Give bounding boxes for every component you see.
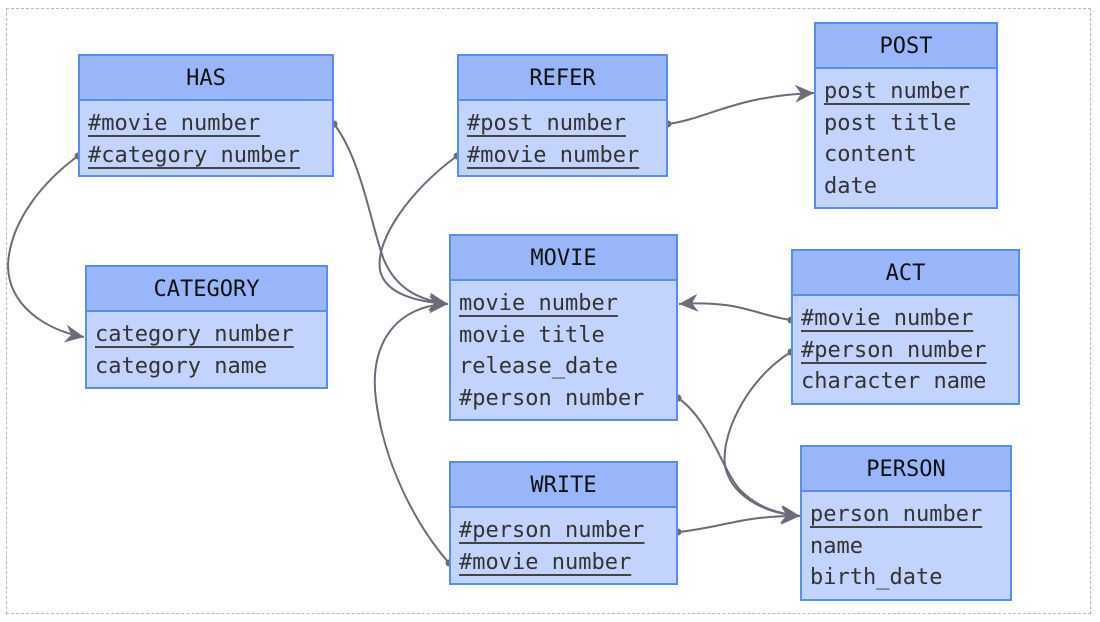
connector-act-movie-number-to-movie-movie-number bbox=[678, 293, 792, 321]
entity-act[interactable]: ACT #movie number #person number charact… bbox=[791, 249, 1020, 405]
attr-act-movie-number: #movie number bbox=[801, 306, 974, 331]
entity-movie-title: MOVIE bbox=[451, 236, 676, 281]
attr-movie-person-number: #person number bbox=[459, 385, 645, 411]
attr-movie-movie-number: movie number bbox=[459, 291, 618, 316]
attr-has-movie-number: #movie number bbox=[88, 111, 261, 136]
entity-post-title: POST bbox=[816, 24, 996, 69]
attr-movie-release-date: release_date bbox=[459, 354, 618, 379]
attr-post-post-title: post title bbox=[824, 110, 957, 136]
attr-person-name: name bbox=[810, 533, 863, 559]
connector-movie-person-number-to-person-person-number bbox=[677, 397, 801, 523]
attr-refer-movie-number: #movie number bbox=[467, 142, 640, 168]
entity-refer-title: REFER bbox=[459, 56, 666, 101]
attr-post-date: date bbox=[824, 173, 877, 199]
entity-category[interactable]: CATEGORY category number category name bbox=[85, 265, 328, 389]
connector-act-person-number-to-person-person-number bbox=[723, 351, 801, 524]
attr-movie-movie-title: movie title bbox=[459, 322, 605, 348]
entity-movie[interactable]: MOVIE movie number movie title release_d… bbox=[449, 234, 678, 421]
entity-person-title: PERSON bbox=[802, 447, 1010, 492]
attr-has-category-number: #category number bbox=[88, 142, 300, 168]
entity-person[interactable]: PERSON person number name birth_date bbox=[800, 445, 1012, 601]
connector-has-movie-number-to-movie-movie-number bbox=[333, 123, 449, 311]
entity-post[interactable]: POST post number post title content date bbox=[814, 22, 998, 209]
connector-write-person-number-to-person-person-number bbox=[677, 506, 801, 533]
entity-refer[interactable]: REFER #post number #movie number bbox=[457, 54, 668, 177]
entity-has[interactable]: HAS #movie number #category number bbox=[78, 54, 334, 177]
attr-person-birth-date: birth_date bbox=[810, 565, 943, 590]
entity-write-title: WRITE bbox=[451, 463, 676, 508]
entity-category-title: CATEGORY bbox=[87, 267, 326, 312]
entity-write[interactable]: WRITE #person number #movie number bbox=[449, 461, 678, 585]
diagram-frame bbox=[6, 8, 1091, 614]
entity-has-title: HAS bbox=[80, 56, 332, 101]
attr-post-post-number: post number bbox=[824, 79, 970, 104]
attr-person-person-number: person number bbox=[810, 502, 983, 527]
attr-act-person-number: #person number bbox=[801, 337, 987, 363]
entity-act-title: ACT bbox=[793, 251, 1018, 296]
connector-has-category-number-to-category-category-number bbox=[6, 155, 85, 343]
attr-category-category-number: category number bbox=[95, 322, 294, 347]
attr-refer-post-number: #post number bbox=[467, 111, 626, 136]
connector-write-movie-number-to-movie-movie-number bbox=[373, 295, 450, 564]
attr-post-content: content bbox=[824, 142, 917, 167]
connector-refer-movie-number-to-movie-movie-number bbox=[378, 155, 458, 312]
attr-act-character-name: character name bbox=[801, 369, 987, 394]
connector-refer-post-number-to-post-post-number bbox=[667, 84, 815, 125]
attr-write-movie-number: #movie number bbox=[459, 549, 632, 575]
attr-write-person-number: #person number bbox=[459, 518, 645, 543]
attr-category-category-name: category name bbox=[95, 353, 268, 379]
